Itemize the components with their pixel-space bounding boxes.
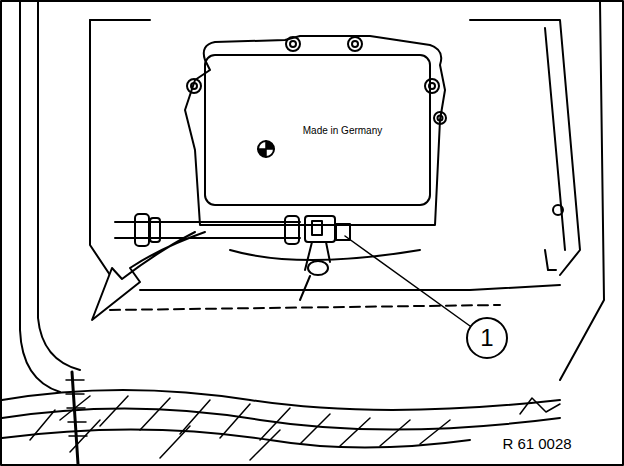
callout-number: 1 [480,326,493,350]
figure-code: R 61 0028 [502,436,571,451]
control-module: Made in Germany [205,55,430,205]
housing-text: Made in Germany [303,125,382,136]
